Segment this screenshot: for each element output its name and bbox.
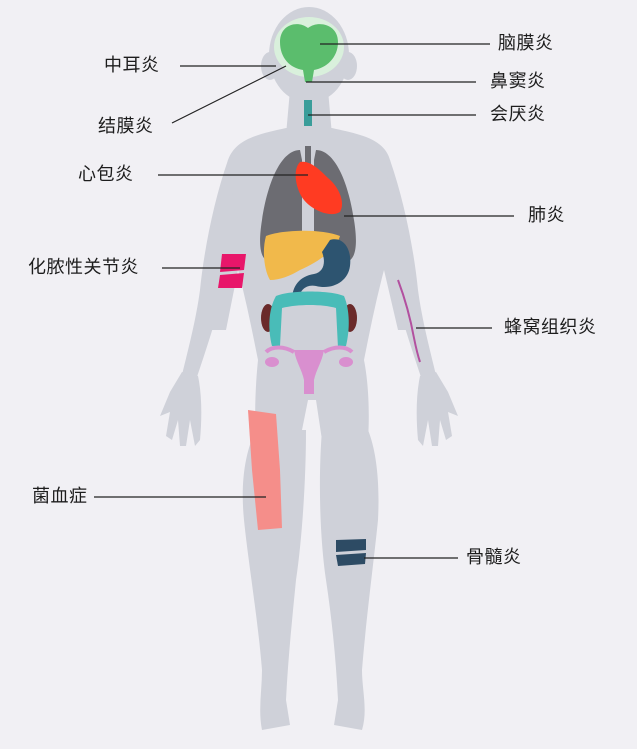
bacteremia-patch bbox=[248, 410, 282, 530]
label-bacteremia: 菌血症 bbox=[32, 486, 88, 507]
reproductive-organs bbox=[264, 345, 354, 394]
cellulitis-mark bbox=[397, 279, 421, 363]
label-cellulitis: 蜂窝组织炎 bbox=[504, 317, 597, 338]
label-otitis-media: 中耳炎 bbox=[104, 55, 160, 76]
leader-lines bbox=[94, 43, 514, 559]
trachea bbox=[305, 146, 311, 176]
label-osteomyelitis: 骨髓炎 bbox=[466, 547, 522, 568]
intestine bbox=[269, 291, 349, 348]
label-epiglottitis: 会厌炎 bbox=[490, 104, 546, 125]
epiglottis bbox=[304, 100, 312, 126]
label-pericarditis: 心包炎 bbox=[78, 164, 134, 185]
label-septic-arthritis: 化脓性关节炎 bbox=[28, 257, 139, 278]
brain bbox=[274, 17, 344, 82]
liver bbox=[263, 230, 340, 280]
label-sinusitis: 鼻窦炎 bbox=[490, 71, 546, 92]
label-pneumonia: 肺炎 bbox=[528, 205, 565, 226]
stomach bbox=[292, 239, 351, 300]
knee-bone bbox=[336, 539, 366, 566]
label-meningitis: 脑膜炎 bbox=[498, 33, 554, 54]
label-conjunctivitis: 结膜炎 bbox=[98, 116, 154, 137]
